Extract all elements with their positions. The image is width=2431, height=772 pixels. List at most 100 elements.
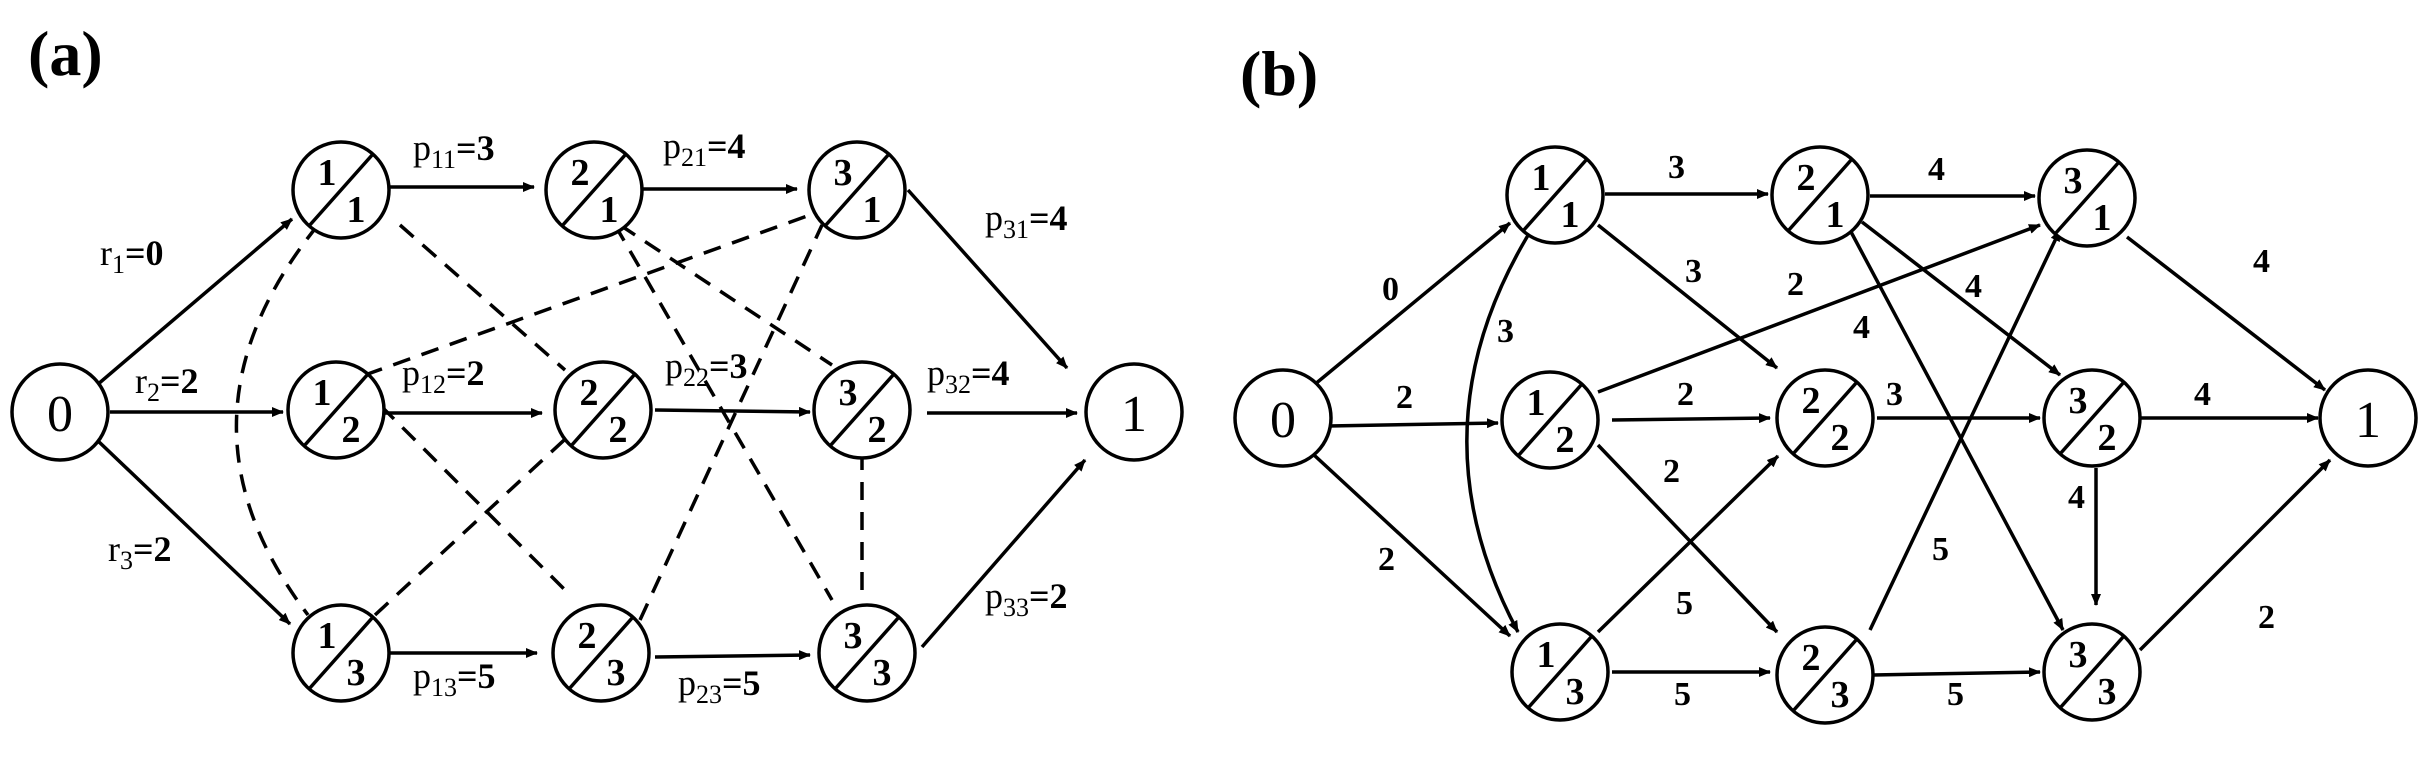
edge-label-p33: p33=2 [985,576,1068,622]
node-den: 1 [863,189,882,231]
arc [1327,418,1499,429]
edge-weight: 2 [1663,453,1680,490]
source-node [10,362,110,462]
node-num: 1 [318,615,337,657]
arc [95,438,292,626]
node-den: 1 [347,189,366,231]
arc [654,406,811,417]
operation-node [2042,368,2142,468]
node-num: 3 [2069,634,2088,676]
operation-node [2042,622,2142,722]
node-num: 3 [839,372,858,414]
source-label: 0 [1270,392,1296,449]
edge-label-r1: r1=0 [100,233,164,279]
operation-node [291,140,391,240]
panel-a-node-labels: 1 1 2 1 3 1 1 2 2 2 3 2 1 3 2 3 3 3 [313,152,892,694]
edge-weight: 4 [1853,309,1870,346]
node-den: 2 [2098,417,2117,459]
edge-weight: 5 [1947,676,1964,713]
arc [1860,220,2062,377]
node-den: 3 [347,652,366,694]
node-den: 1 [2093,197,2112,239]
edge-label-p11: p11=3 [413,128,495,174]
edge-label-p13: p13=5 [413,656,496,702]
dashed-edge [373,428,577,617]
arc [1312,453,1512,638]
edge-weight: 4 [2194,376,2211,413]
node-num: 3 [2064,160,2083,202]
node-num: 1 [1527,382,1546,424]
node-num: 3 [844,615,863,657]
node-den: 2 [1556,419,1575,461]
edge-weight: 3 [1886,376,1903,413]
edge-weight: 5 [1676,585,1693,622]
panel-a-label: (a) [28,18,103,89]
panel-a-edge-labels: r1=0 r2=2 r3=2 p11=3 p21=4 p31=4 p12=2 p… [100,126,1068,709]
edge-weight: 4 [1965,268,1982,305]
arc [1848,229,2065,631]
arc [1872,667,2041,678]
node-den: 3 [607,652,626,694]
panel-a-arcs [95,182,1087,661]
edge-label-p22: p22=3 [665,346,748,392]
dashed-edge [398,223,567,372]
edge-label-p12: p12=2 [402,353,485,399]
node-den: 3 [873,652,892,694]
node-num: 1 [1537,634,1556,676]
operation-node [1510,622,1610,722]
edge-weight: 3 [1685,253,1702,290]
node-den: 1 [1826,194,1845,236]
edge-weight: 0 [1382,271,1399,308]
node-num: 2 [580,372,599,414]
panel-a-nodes [10,140,1184,703]
arc [1596,443,1779,634]
sink-node [2318,368,2418,468]
edge-label-p32: p32=4 [927,353,1010,399]
arc [906,188,1069,370]
node-den: 2 [342,409,361,451]
edge-weight: 5 [1674,676,1691,713]
operation-node [1775,368,1875,468]
operation-node [291,603,391,703]
edge-weight: 2 [1396,379,1413,416]
node-num: 2 [571,152,590,194]
edge-label-p31: p31=4 [985,198,1068,244]
sink-node [1084,362,1184,462]
dashed-edge [619,223,833,367]
arc [920,458,1087,649]
operation-node [1500,370,1600,470]
sink-label: 1 [1121,386,1147,443]
edge-label-p23: p23=5 [678,663,761,709]
panel-b-nodes [1233,145,2418,725]
dashed-edge [234,223,320,617]
edge-weight: 4 [2068,479,2085,516]
dashed-edge [364,213,811,377]
arc [1868,229,2062,631]
node-den: 3 [1566,671,1585,713]
edge-weight: 4 [1928,151,1945,188]
node-num: 2 [1797,157,1816,199]
arc [2125,235,2327,392]
arc [1611,413,1771,424]
edge-label-r2: r2=2 [135,361,199,407]
node-num: 2 [1802,380,1821,422]
edge-weight: 2 [1677,376,1694,413]
operation-node [812,360,912,460]
operation-node [817,603,917,703]
node-den: 1 [1561,194,1580,236]
dashed-edge [358,383,567,592]
edge-weight: 3 [1497,313,1514,350]
operation-node [553,360,653,460]
panel-a-dashed-edges [234,213,864,621]
source-node [1233,368,1333,468]
node-num: 3 [834,152,853,194]
arc [1596,223,1779,370]
panel-b-node-labels: 1 1 2 1 3 1 1 2 2 2 3 2 1 3 2 3 3 3 [1527,157,2117,716]
panel-b-edge-weights: 0 2 2 3 4 4 3 2 5 5 5 3 2 2 4 4 5 4 2 3 … [1378,149,2275,713]
operation-node [1505,145,1605,245]
node-den: 2 [868,409,887,451]
node-den: 3 [2098,671,2117,713]
operation-node [286,360,386,460]
